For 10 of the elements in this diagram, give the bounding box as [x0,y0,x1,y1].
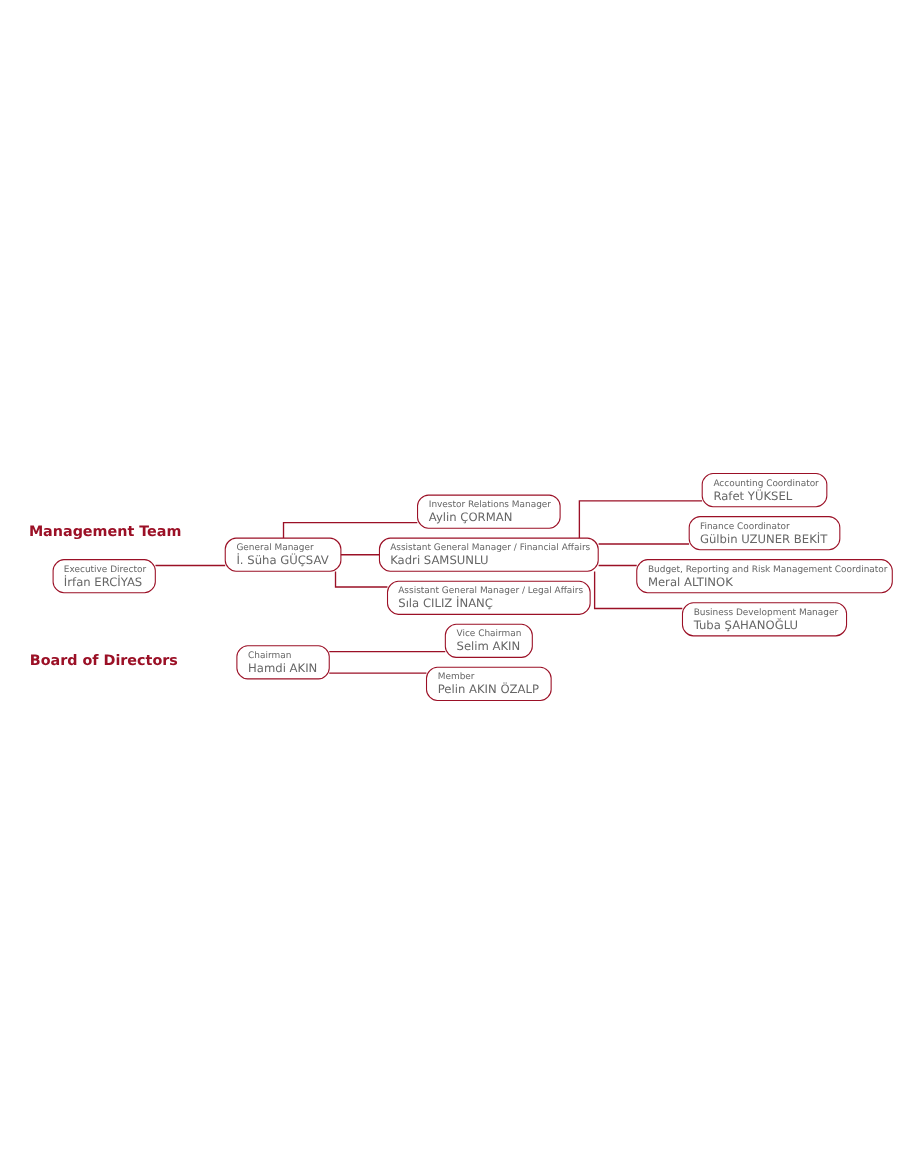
connector [578,499,703,538]
connector [593,569,683,609]
connector [328,671,428,673]
connector [334,569,389,587]
connector [328,649,446,652]
connector [597,542,690,544]
connector [597,563,638,566]
connector [282,521,418,538]
connector [340,553,380,555]
connector [154,563,226,566]
